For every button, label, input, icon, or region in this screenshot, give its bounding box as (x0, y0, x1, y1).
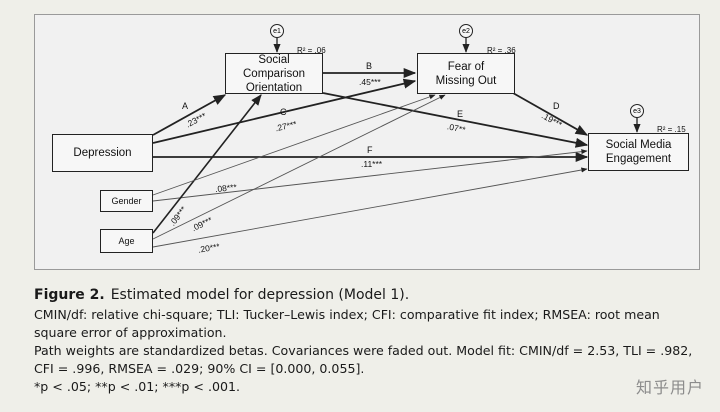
age-sco-arrow (152, 94, 262, 234)
node-age: Age (100, 229, 153, 253)
error-e1-label: e1 (273, 27, 281, 35)
node-depression-label: Depression (73, 147, 132, 159)
gender-eng-arrow (152, 149, 588, 202)
node-fomo: Fear of Missing Out (417, 53, 515, 94)
error-term-e3: e3 (630, 104, 644, 118)
node-depression: Depression (52, 134, 153, 172)
path-b-beta: .45*** (359, 77, 381, 87)
r-squared-eng: R² = .15 (657, 125, 686, 134)
node-gender-label: Gender (111, 196, 142, 206)
path-f-letter: F (367, 145, 373, 155)
path-d-arrow (512, 92, 589, 136)
node-engagement: Social Media Engagement (588, 133, 689, 171)
age-eng-arrow (152, 167, 588, 248)
path-a-arrow (152, 94, 227, 136)
path-diagram: Depression Social Comparison Orientation… (34, 14, 700, 270)
path-f-beta: .11*** (361, 159, 383, 169)
caption-model-fit: Path weights are standardized betas. Cov… (34, 343, 693, 376)
path-a-letter: A (182, 101, 189, 111)
path-e-letter: E (457, 109, 464, 119)
error-term-e1: e1 (270, 24, 284, 38)
error-term-e2: e2 (459, 24, 473, 38)
path-b-letter: B (366, 61, 373, 71)
path-c-letter: C (280, 107, 287, 117)
node-gender: Gender (100, 190, 153, 212)
node-engagement-label: Social Media Engagement (605, 139, 672, 165)
r-squared-fomo: R² = .36 (487, 46, 516, 55)
figure-heading: Figure 2. Estimated model for depression … (34, 286, 694, 304)
error-e3-label: e3 (633, 107, 641, 115)
error-e2-label: e2 (462, 27, 470, 35)
node-social-comparison: Social Comparison Orientation (225, 53, 323, 94)
gender-fomo-arrow (152, 94, 436, 196)
node-social-comparison-label: Social Comparison Orientation (243, 53, 305, 94)
path-arrows (152, 38, 641, 248)
figure-title: Estimated model for depression (Model 1)… (110, 287, 410, 303)
path-e-arrow (322, 92, 589, 148)
caption-significance: *p < .05; **p < .01; ***p < .001. (34, 379, 241, 394)
age-fomo-arrow (152, 94, 446, 240)
caption-abbreviations: CMIN/df: relative chi-square; TLI: Tucke… (34, 307, 660, 340)
figure-caption: Figure 2. Estimated model for depression … (34, 286, 694, 396)
figure-label: Figure 2. (34, 287, 105, 303)
path-d-letter: D (553, 101, 560, 111)
r-squared-sco: R² = .06 (297, 46, 326, 55)
node-age-label: Age (118, 236, 135, 246)
node-fomo-label: Fear of Missing Out (435, 60, 497, 87)
path-c-arrow (152, 78, 417, 144)
watermark-text: 知乎用户 (635, 378, 704, 397)
